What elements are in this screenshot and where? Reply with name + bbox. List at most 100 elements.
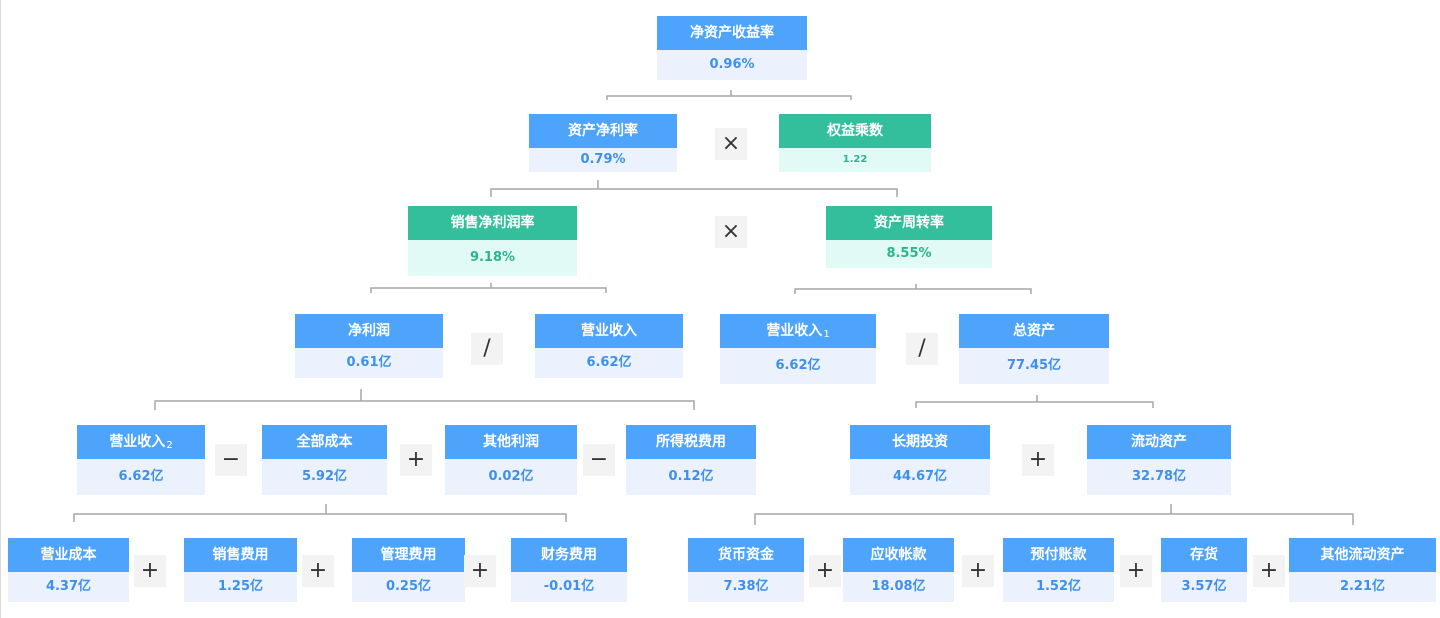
accounts-receivable-value: 18.08亿 (843, 572, 954, 602)
income-tax-value: 0.12亿 (626, 459, 756, 495)
minus-operator: − (583, 444, 615, 476)
other-current-assets-title: 其他流动资产 (1289, 538, 1436, 572)
operating-revenue-c-label: 营业收入 (109, 434, 166, 450)
connector-sales-net-profit (370, 287, 607, 293)
asset-turnover-title: 资产周转率 (826, 206, 992, 240)
operating-revenue-b-title: 营业收入1 (720, 314, 876, 348)
admin-expense-title: 管理费用 (352, 538, 465, 572)
roe-node[interactable]: 净资产收益率 0.96% (657, 16, 807, 80)
net-profit-node[interactable]: 净利润 0.61亿 (295, 314, 443, 378)
admin-expense-node[interactable]: 管理费用 0.25亿 (352, 538, 465, 602)
operating-revenue-b-node[interactable]: 营业收入1 6.62亿 (720, 314, 876, 384)
connector-current-assets (754, 513, 1354, 525)
selling-expense-value: 1.25亿 (184, 572, 297, 602)
monetary-funds-node[interactable]: 货币资金 7.38亿 (688, 538, 804, 602)
connector-roe (606, 95, 852, 100)
equity-multiplier-value: 1.22 (779, 148, 931, 172)
plus-operator: + (134, 555, 166, 587)
connector-total-cost (73, 513, 567, 522)
plus-operator: + (962, 555, 994, 587)
roe-title: 净资产收益率 (657, 16, 807, 50)
plus-operator: + (302, 555, 334, 587)
total-cost-node[interactable]: 全部成本 5.92亿 (262, 425, 387, 495)
sales-net-profit-rate-title: 销售净利润率 (408, 206, 577, 240)
total-assets-node[interactable]: 总资产 77.45亿 (959, 314, 1109, 384)
admin-expense-value: 0.25亿 (352, 572, 465, 602)
plus-operator: + (464, 555, 496, 587)
asset-turnover-node[interactable]: 资产周转率 8.55% (826, 206, 992, 268)
selling-expense-node[interactable]: 销售费用 1.25亿 (184, 538, 297, 602)
plus-operator: + (400, 444, 432, 476)
connector-asset-turnover (794, 288, 1032, 294)
operating-revenue-c-node[interactable]: 营业收入2 6.62亿 (77, 425, 205, 495)
net-profit-value: 0.61亿 (295, 348, 443, 378)
frame-left-border (0, 0, 1, 618)
multiply-operator: × (715, 128, 747, 160)
connector-asset-net-profit (490, 188, 898, 197)
plus-operator: + (809, 555, 841, 587)
other-current-assets-node[interactable]: 其他流动资产 2.21亿 (1289, 538, 1436, 602)
prepayments-title: 预付账款 (1003, 538, 1114, 572)
operating-revenue-c-value: 6.62亿 (77, 459, 205, 495)
operating-revenue-c-title: 营业收入2 (77, 425, 205, 459)
financial-expense-value: -0.01亿 (511, 572, 627, 602)
total-assets-value: 77.45亿 (959, 348, 1109, 384)
equity-multiplier-title: 权益乘数 (779, 114, 931, 148)
roe-value: 0.96% (657, 50, 807, 80)
multiply-operator: × (715, 216, 747, 248)
asset-net-profit-rate-title: 资产净利率 (529, 114, 677, 148)
current-assets-node[interactable]: 流动资产 32.78亿 (1087, 425, 1231, 495)
plus-operator: + (1022, 444, 1054, 476)
plus-operator: + (1120, 555, 1152, 587)
operating-cost-title: 营业成本 (8, 538, 129, 572)
income-tax-node[interactable]: 所得税费用 0.12亿 (626, 425, 756, 495)
connector-net-profit (154, 400, 695, 410)
asset-turnover-value: 8.55% (826, 240, 992, 268)
operating-cost-value: 4.37亿 (8, 572, 129, 602)
financial-expense-title: 财务费用 (511, 538, 627, 572)
divide-operator: / (906, 333, 938, 365)
monetary-funds-value: 7.38亿 (688, 572, 804, 602)
monetary-funds-title: 货币资金 (688, 538, 804, 572)
equity-multiplier-node[interactable]: 权益乘数 1.22 (779, 114, 931, 172)
accounts-receivable-title: 应收帐款 (843, 538, 954, 572)
long-term-investment-title: 长期投资 (850, 425, 990, 459)
current-assets-value: 32.78亿 (1087, 459, 1231, 495)
accounts-receivable-node[interactable]: 应收帐款 18.08亿 (843, 538, 954, 602)
operating-revenue-b-sup: 1 (823, 329, 830, 340)
operating-revenue-b-label: 营业收入 (766, 323, 823, 339)
asset-net-profit-rate-value: 0.79% (529, 148, 677, 172)
net-profit-title: 净利润 (295, 314, 443, 348)
asset-net-profit-rate-node[interactable]: 资产净利率 0.79% (529, 114, 677, 172)
total-cost-value: 5.92亿 (262, 459, 387, 495)
operating-revenue-c-sup: 2 (166, 440, 173, 451)
inventory-node[interactable]: 存货 3.57亿 (1161, 538, 1247, 602)
long-term-investment-value: 44.67亿 (850, 459, 990, 495)
financial-expense-node[interactable]: 财务费用 -0.01亿 (511, 538, 627, 602)
prepayments-value: 1.52亿 (1003, 572, 1114, 602)
operating-revenue-b-value: 6.62亿 (720, 348, 876, 384)
operating-revenue-a-node[interactable]: 营业收入 6.62亿 (535, 314, 683, 378)
operating-revenue-a-value: 6.62亿 (535, 348, 683, 378)
other-profit-node[interactable]: 其他利润 0.02亿 (445, 425, 577, 495)
divide-operator: / (471, 333, 503, 365)
long-term-investment-node[interactable]: 长期投资 44.67亿 (850, 425, 990, 495)
other-profit-value: 0.02亿 (445, 459, 577, 495)
prepayments-node[interactable]: 预付账款 1.52亿 (1003, 538, 1114, 602)
income-tax-title: 所得税费用 (626, 425, 756, 459)
connector-total-assets (915, 401, 1154, 408)
current-assets-title: 流动资产 (1087, 425, 1231, 459)
plus-operator: + (1253, 555, 1285, 587)
inventory-value: 3.57亿 (1161, 572, 1247, 602)
inventory-title: 存货 (1161, 538, 1247, 572)
sales-net-profit-rate-value: 9.18% (408, 240, 577, 276)
operating-revenue-a-title: 营业收入 (535, 314, 683, 348)
minus-operator: − (215, 444, 247, 476)
operating-cost-node[interactable]: 营业成本 4.37亿 (8, 538, 129, 602)
total-assets-title: 总资产 (959, 314, 1109, 348)
other-current-assets-value: 2.21亿 (1289, 572, 1436, 602)
sales-net-profit-rate-node[interactable]: 销售净利润率 9.18% (408, 206, 577, 276)
selling-expense-title: 销售费用 (184, 538, 297, 572)
other-profit-title: 其他利润 (445, 425, 577, 459)
